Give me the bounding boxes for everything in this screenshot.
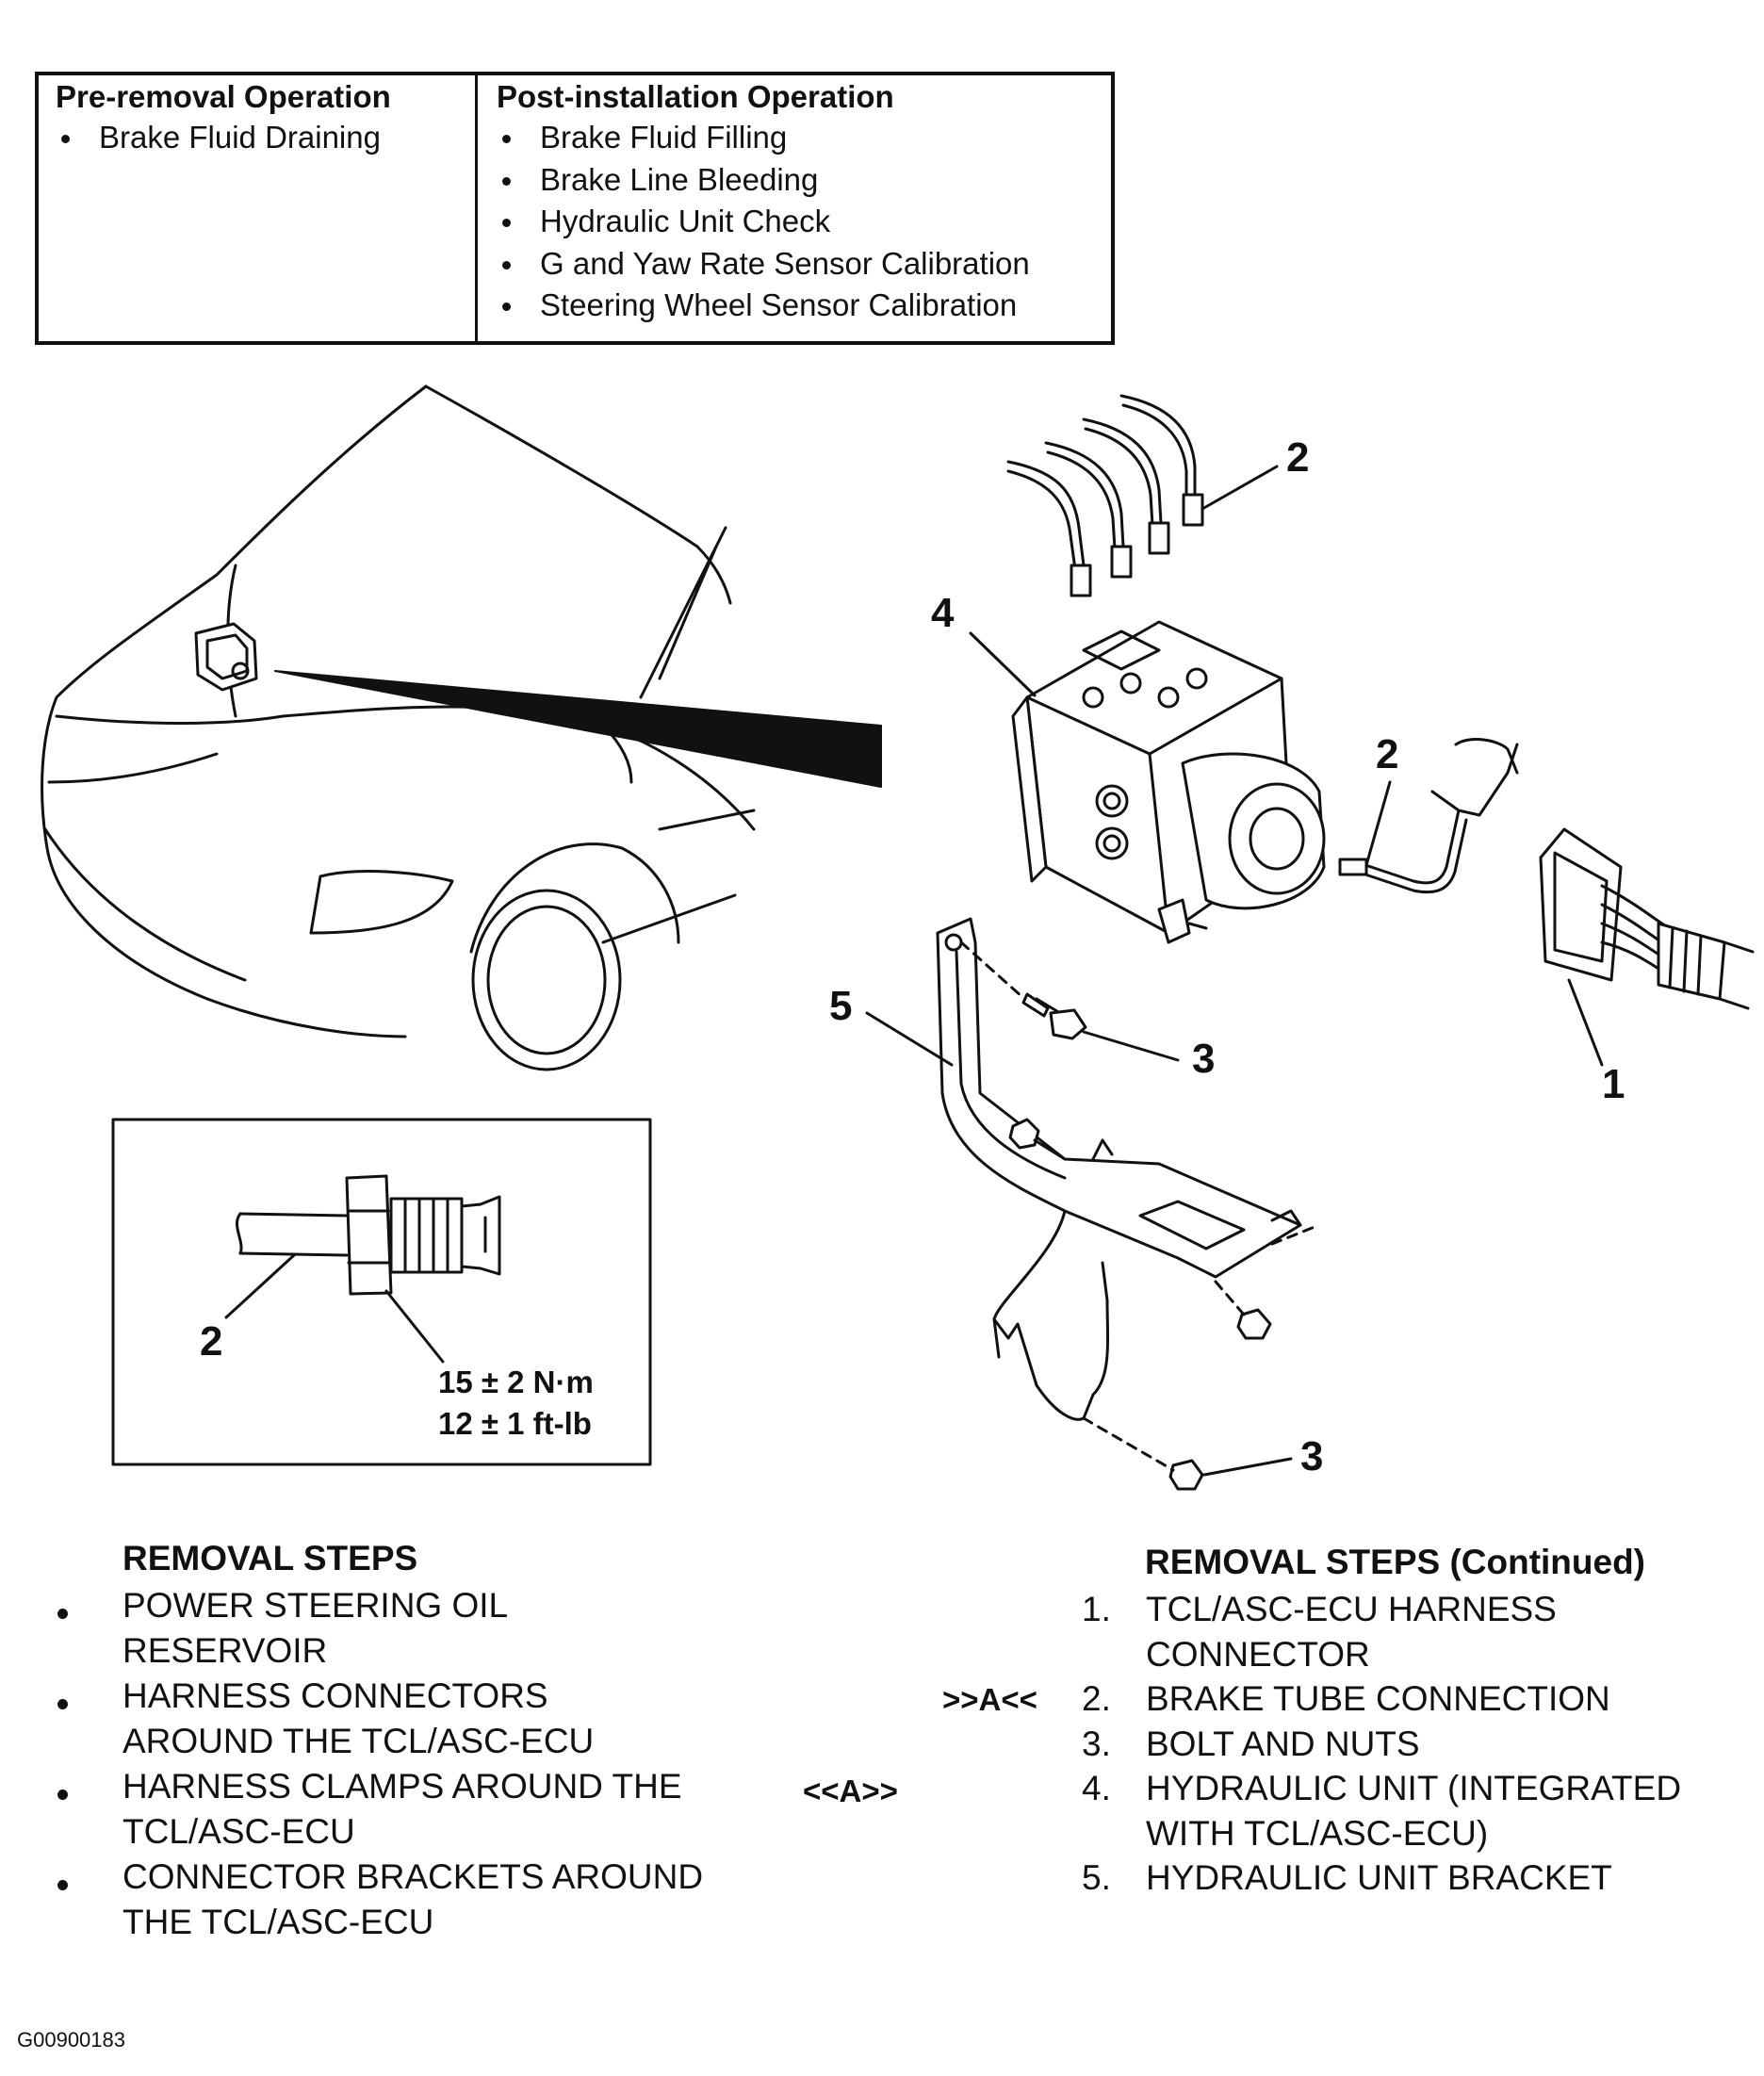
operation-table: Pre-removal Operation Brake Fluid Draini… [35, 72, 1115, 345]
exploded-view-diagram: 2 4 2 5 3 1 3 2 15 ± 2 N·m 12 ± 1 ft-lb [41, 384, 1755, 1491]
step-line: HARNESS CLAMPS AROUND THE [122, 1767, 682, 1806]
step-line: TCL/ASC-ECU [122, 1811, 355, 1851]
pre-removal-item: Brake Fluid Draining [56, 117, 475, 159]
step-line: HARNESS CONNECTORS [122, 1676, 548, 1715]
step-number: 5. [1082, 1858, 1111, 1897]
hydraulic-unit-bracket [936, 917, 1302, 1421]
pre-removal-column: Pre-removal Operation Brake Fluid Draini… [39, 75, 478, 341]
callout-2-middle: 2 [1376, 731, 1398, 777]
step-line: WITH TCL/ASC-ECU) [1146, 1813, 1489, 1853]
numbered-step: 1. TCL/ASC-ECU HARNESS CONNECTOR [1082, 1587, 1741, 1676]
removal-step-item: POWER STEERING OIL RESERVOIR [55, 1583, 771, 1673]
post-installation-item: Hydraulic Unit Check [497, 201, 1111, 243]
removal-step-item: CONNECTOR BRACKETS AROUND THE TCL/ASC-EC… [55, 1855, 771, 1944]
step-line: RESERVOIR [122, 1630, 328, 1670]
numbered-step: 5. HYDRAULIC UNIT BRACKET [1082, 1855, 1741, 1901]
detail-inset [111, 1118, 652, 1466]
bolt-and-nuts [959, 940, 1321, 1491]
step-number: 3. [1082, 1724, 1111, 1763]
removal-steps-list: POWER STEERING OIL RESERVOIR HARNESS CON… [55, 1583, 771, 1945]
removal-steps-continued-title: REMOVAL STEPS (Continued) [1145, 1543, 1646, 1581]
callout-2-top: 2 [1286, 434, 1309, 481]
step-number: 2. [1082, 1679, 1111, 1718]
callout-2-detail: 2 [200, 1318, 222, 1365]
pointer-wedge [274, 670, 882, 788]
leader-5 [865, 1011, 954, 1067]
post-installation-item: Brake Fluid Filling [497, 117, 1111, 159]
removal-steps-title: REMOVAL STEPS [122, 1539, 418, 1577]
step-line: POWER STEERING OIL [122, 1586, 509, 1625]
step-line: THE TCL/ASC-ECU [122, 1902, 434, 1941]
callout-1: 1 [1602, 1061, 1625, 1107]
removal-steps-continued-list: 1. TCL/ASC-ECU HARNESS CONNECTOR 2. BRAK… [1082, 1587, 1741, 1901]
numbered-step: 4. HYDRAULIC UNIT (INTEGRATED WITH TCL/A… [1082, 1766, 1741, 1855]
post-installation-item: G and Yaw Rate Sensor Calibration [497, 243, 1111, 286]
step-line: HYDRAULIC UNIT (INTEGRATED [1146, 1769, 1682, 1807]
callout-5: 5 [829, 983, 852, 1029]
removal-mark: <<A>> [803, 1774, 898, 1808]
install-mark: >>A<< [942, 1682, 1037, 1717]
harness-connector [1539, 827, 1755, 1067]
post-installation-column: Post-installation Operation Brake Fluid … [478, 75, 1111, 341]
step-number: 4. [1082, 1769, 1111, 1807]
post-installation-item: Brake Line Bleeding [497, 159, 1111, 202]
callout-3-bottom: 3 [1300, 1433, 1323, 1479]
step-line: BOLT AND NUTS [1146, 1724, 1420, 1763]
step-number: 1. [1082, 1590, 1111, 1628]
step-line: CONNECTOR BRACKETS AROUND [122, 1857, 704, 1896]
removal-step-item: HARNESS CONNECTORS AROUND THE TCL/ASC-EC… [55, 1674, 771, 1763]
brake-tubes-top [1006, 394, 1279, 597]
ecu-location-marker [194, 622, 258, 692]
figure-id: G00900183 [17, 2028, 125, 2051]
hydraulic-unit [1011, 620, 1326, 944]
callout-4: 4 [931, 590, 955, 636]
callout-3-top: 3 [1192, 1036, 1215, 1082]
vehicle-front-illustration [41, 384, 756, 1071]
brake-tube-middle [1338, 738, 1519, 894]
leader-4 [969, 631, 1037, 697]
post-installation-header: Post-installation Operation [497, 79, 894, 114]
post-installation-list: Brake Fluid Filling Brake Line Bleeding … [497, 117, 1111, 327]
numbered-step: 3. BOLT AND NUTS [1082, 1722, 1741, 1767]
pre-removal-header: Pre-removal Operation [56, 79, 391, 114]
numbered-step: 2. BRAKE TUBE CONNECTION [1082, 1676, 1741, 1722]
removal-step-item: HARNESS CLAMPS AROUND THE TCL/ASC-ECU [55, 1764, 771, 1854]
post-installation-item: Steering Wheel Sensor Calibration [497, 285, 1111, 327]
step-line: CONNECTOR [1146, 1634, 1370, 1674]
pre-removal-list: Brake Fluid Draining [56, 117, 475, 159]
torque-nm: 15 ± 2 N·m [438, 1365, 594, 1399]
step-line: HYDRAULIC UNIT BRACKET [1146, 1858, 1612, 1897]
step-line: TCL/ASC-ECU HARNESS [1146, 1590, 1557, 1628]
step-line: AROUND THE TCL/ASC-ECU [122, 1721, 595, 1760]
step-line: BRAKE TUBE CONNECTION [1146, 1679, 1610, 1718]
torque-ftlb: 12 ± 1 ft-lb [438, 1406, 592, 1441]
